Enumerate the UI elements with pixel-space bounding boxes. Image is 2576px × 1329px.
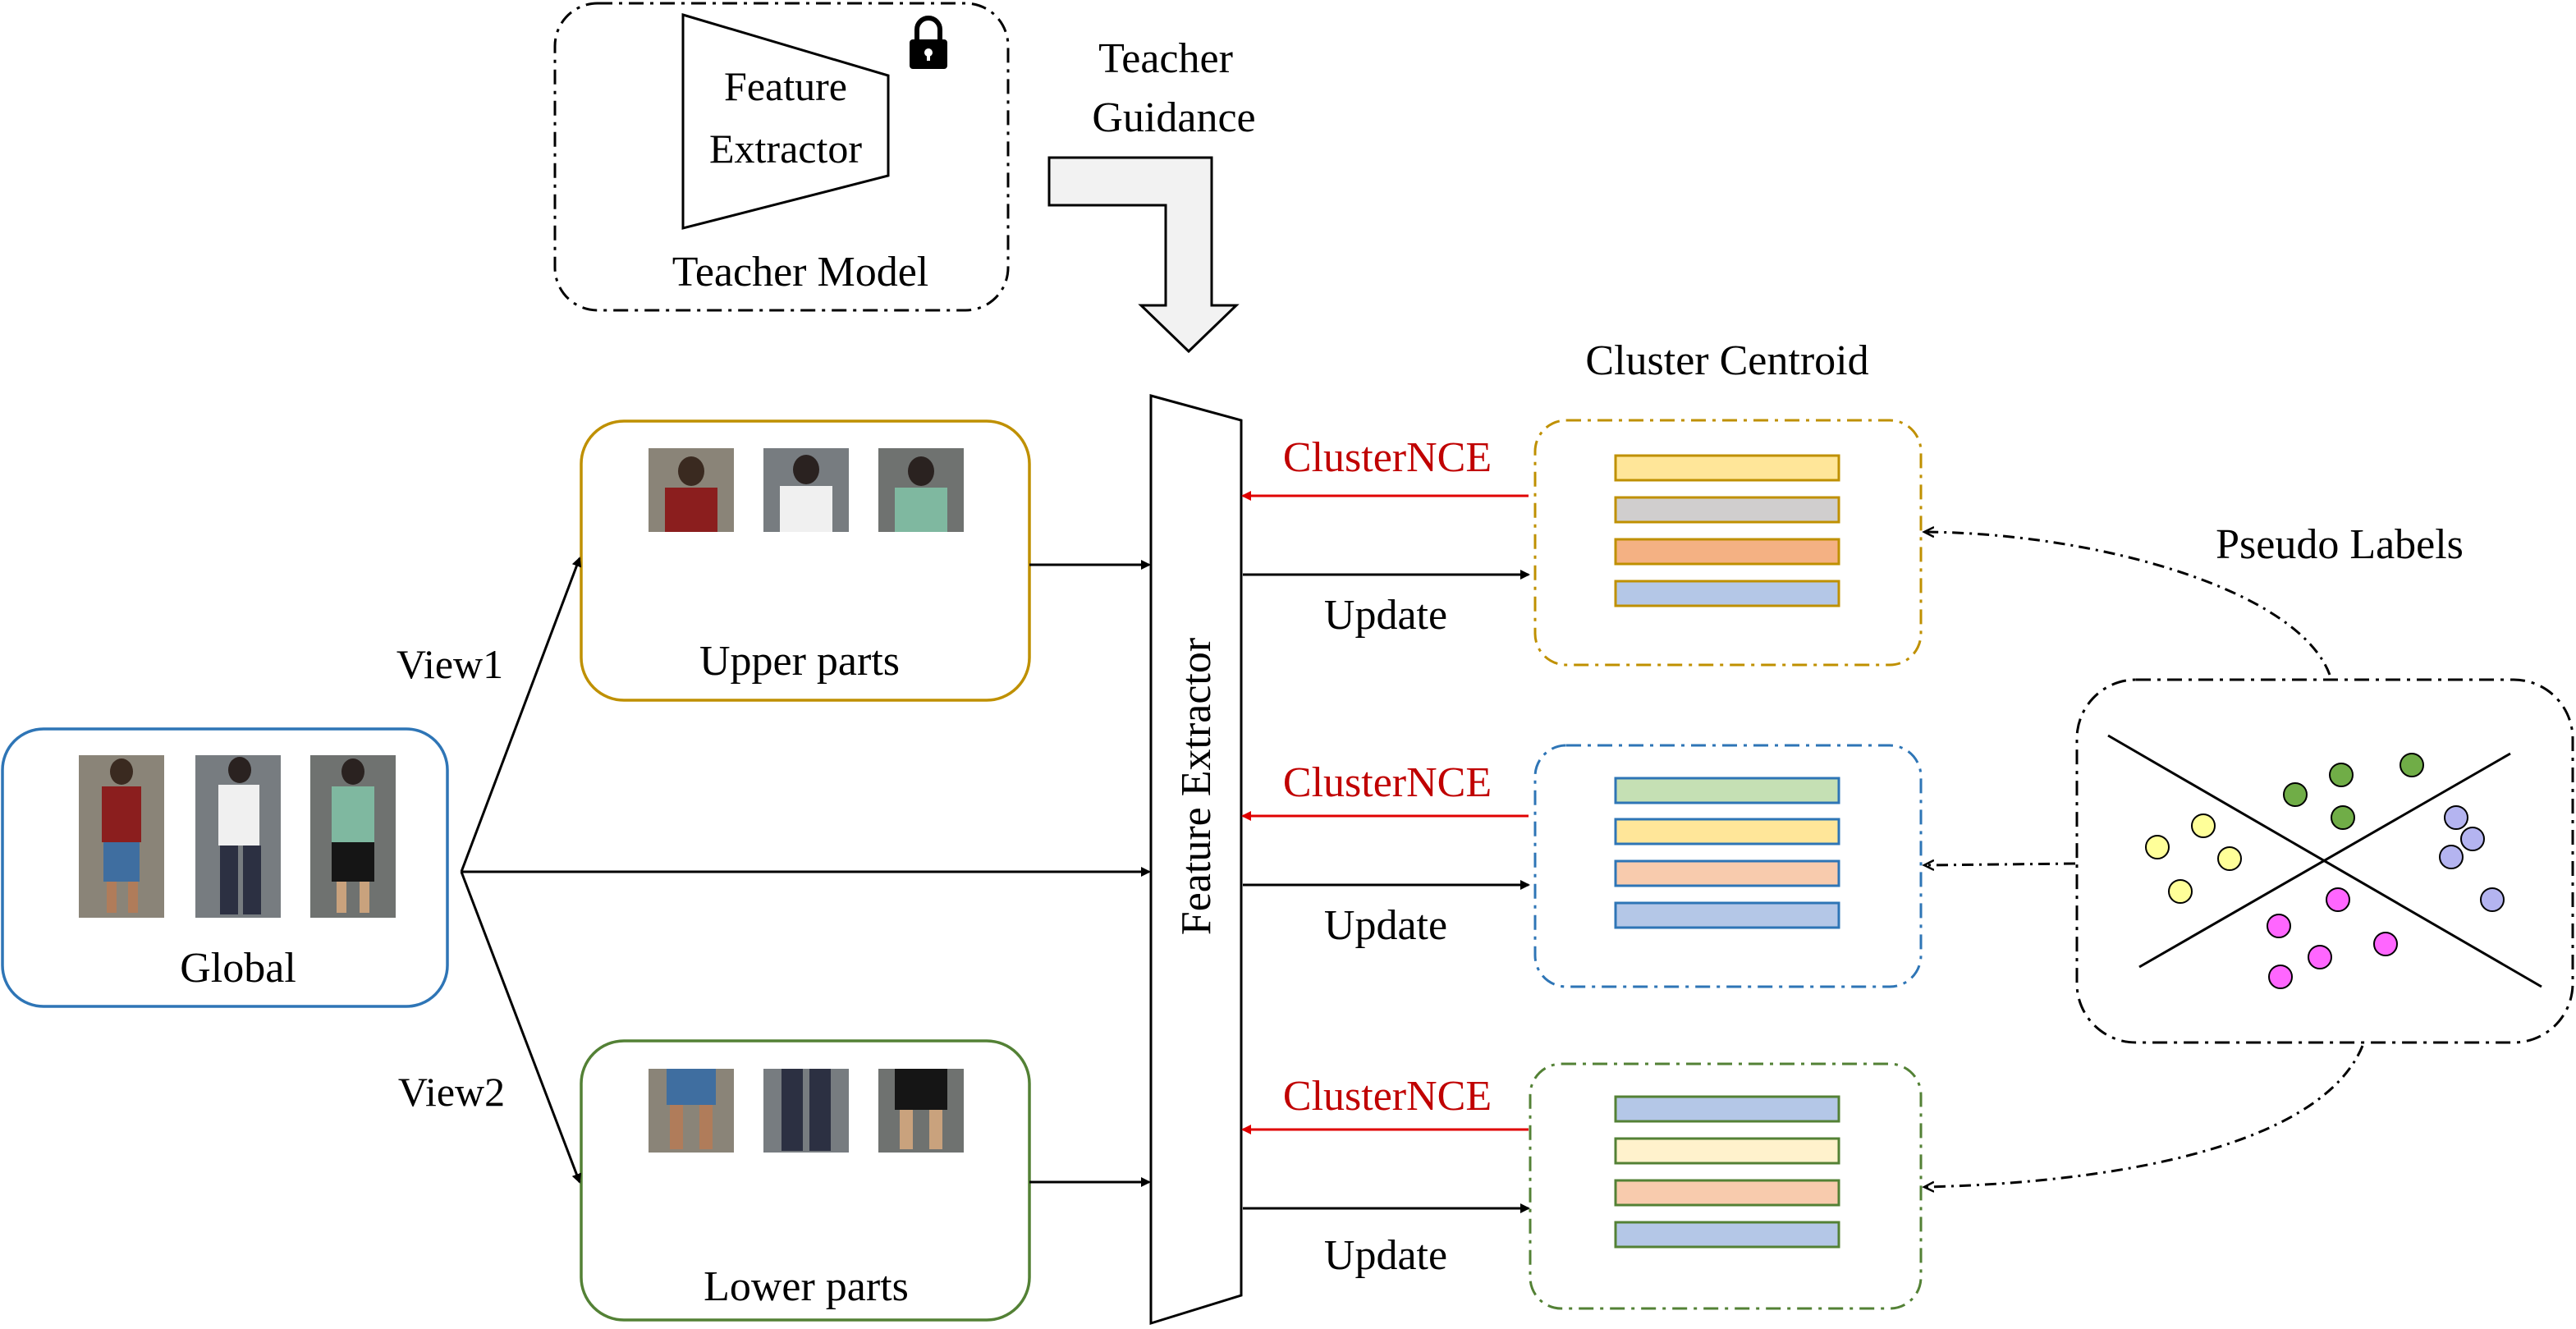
view-arrows — [460, 557, 1151, 1187]
branch-2-centroid-box — [1533, 744, 1923, 988]
cluster-point-green — [2331, 805, 2355, 830]
pseudo-labels-frame — [2075, 678, 2574, 1044]
branch-1-bar-1 — [1614, 454, 1840, 482]
cluster-point-magenta — [2326, 887, 2350, 912]
cluster-point-green — [2283, 782, 2308, 807]
cluster-point-blue — [2439, 845, 2464, 869]
branch-1: ClusterNCE Update — [1241, 419, 1923, 667]
cluster-point-magenta — [2268, 965, 2293, 989]
pseudo-labels-title: Pseudo Labels — [2216, 521, 2464, 568]
cluster-point-green — [2400, 753, 2424, 777]
lower-parts-label: Lower parts — [704, 1263, 909, 1310]
branch-1-bar-2 — [1614, 496, 1840, 524]
global-image-2 — [195, 755, 281, 918]
feature-extractor-label: Feature Extractor — [1173, 638, 1220, 935]
feature-extractor-shape — [1149, 394, 1243, 1326]
cluster-point-yellow — [2145, 835, 2170, 859]
cluster-point-yellow — [2168, 879, 2193, 904]
pseudo-to-branch-1-arrow — [1926, 532, 2331, 676]
upper-image-3 — [878, 448, 964, 532]
view1-arrow — [460, 557, 582, 873]
branch-2-loss: ClusterNCE — [1283, 759, 1492, 806]
teacher-model: Feature Extractor Teacher Model — [553, 2, 1010, 312]
branch-2-bar-3 — [1614, 859, 1840, 887]
teacher-guidance-arrow — [1047, 156, 1240, 354]
view1-label: View1 — [396, 641, 503, 687]
lower-image-2 — [763, 1069, 849, 1153]
cluster-point-magenta — [2308, 945, 2332, 969]
cluster-divider-2 — [2138, 752, 2511, 969]
teacher-guidance-line2: Guidance — [1092, 94, 1255, 141]
teacher-extractor-line1: Feature — [724, 63, 847, 109]
branch-2-bar-4 — [1614, 901, 1840, 929]
teacher-guidance-line1: Teacher — [1098, 35, 1233, 82]
global-image-1 — [79, 755, 164, 918]
lower-image-1 — [649, 1069, 734, 1153]
branch-3-update: Update — [1324, 1232, 1447, 1279]
branch-2-bar-1 — [1614, 777, 1840, 804]
branch-3-loss: ClusterNCE — [1283, 1073, 1492, 1120]
cluster-point-yellow — [2191, 813, 2216, 838]
view2-arrow — [460, 871, 582, 1184]
upper-parts-label: Upper parts — [699, 638, 900, 685]
branch-3-centroid-box — [1529, 1062, 1923, 1310]
cluster-point-magenta — [2373, 932, 2398, 956]
branch-1-bar-4 — [1614, 580, 1840, 607]
teacher-model-title: Teacher Model — [672, 249, 929, 296]
cluster-point-blue — [2444, 805, 2468, 830]
upper-image-1 — [649, 448, 734, 532]
feature-extractor: Feature Extractor — [1149, 394, 1243, 1326]
upper-image-2 — [763, 448, 849, 532]
global-box: Global — [1, 727, 449, 1008]
branch-3-bar-1 — [1614, 1095, 1840, 1123]
branch-1-update: Update — [1324, 592, 1447, 639]
pseudo-label-arrows — [1926, 532, 2364, 1187]
teacher-extractor-line2: Extractor — [709, 126, 862, 172]
branch-3-bar-4 — [1614, 1221, 1840, 1249]
cluster-point-blue — [2460, 827, 2485, 851]
branch-2: ClusterNCE Update — [1241, 744, 1923, 988]
teacher-model-box — [553, 2, 1010, 312]
branch-2-update: Update — [1324, 902, 1447, 949]
cluster-point-blue — [2480, 887, 2505, 912]
cluster-point-green — [2329, 763, 2354, 787]
pseudo-to-branch-3-arrow — [1926, 1045, 2364, 1187]
lock-icon — [910, 16, 947, 69]
pseudo-labels-box — [2075, 678, 2574, 1044]
view2-label: View2 — [398, 1069, 505, 1115]
branch-3-bar-2 — [1614, 1137, 1840, 1165]
lower-parts-box: Lower parts — [580, 1039, 1031, 1322]
branch-1-loss: ClusterNCE — [1283, 434, 1492, 481]
branch-3-bar-3 — [1614, 1179, 1840, 1207]
global-image-3 — [310, 755, 396, 918]
teacher-extractor-shape — [681, 12, 890, 230]
lower-image-3 — [878, 1069, 964, 1153]
global-label: Global — [180, 945, 296, 992]
cluster-centroid-title: Cluster Centroid — [1585, 337, 1868, 384]
pseudo-to-branch-2-arrow — [1926, 864, 2076, 865]
branch-3: ClusterNCE Update — [1241, 1062, 1923, 1310]
branch-1-centroid-box — [1533, 419, 1923, 667]
upper-parts-box: Upper parts — [580, 419, 1031, 702]
branch-1-bar-3 — [1614, 538, 1840, 566]
branch-2-bar-2 — [1614, 818, 1840, 846]
cluster-point-yellow — [2217, 846, 2242, 871]
cluster-point-magenta — [2267, 914, 2291, 938]
